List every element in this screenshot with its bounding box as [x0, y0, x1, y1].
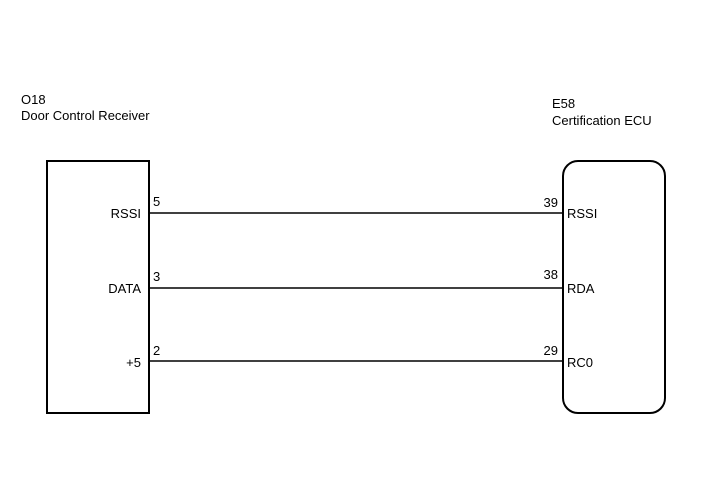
right-pin-number: 38 — [544, 267, 558, 282]
right-pin-number: 29 — [544, 343, 558, 358]
right-component-code: E58 — [552, 96, 575, 111]
left-terminal-label: +5 — [126, 355, 141, 370]
left-terminal-label: RSSI — [111, 206, 141, 221]
left-terminal-label: DATA — [108, 281, 141, 296]
door-control-receiver-box — [46, 160, 150, 414]
left-pin-number: 3 — [153, 269, 160, 284]
right-pin-number: 39 — [544, 195, 558, 210]
right-terminal-label: RC0 — [567, 355, 593, 370]
left-component-name: Door Control Receiver — [21, 108, 150, 123]
left-component-code: O18 — [21, 92, 46, 107]
certification-ecu-box — [562, 160, 666, 414]
right-terminal-label: RDA — [567, 281, 595, 296]
right-terminal-label: RSSI — [567, 206, 597, 221]
right-component-name: Certification ECU — [552, 113, 652, 128]
left-pin-number: 5 — [153, 194, 160, 209]
left-pin-number: 2 — [153, 343, 160, 358]
